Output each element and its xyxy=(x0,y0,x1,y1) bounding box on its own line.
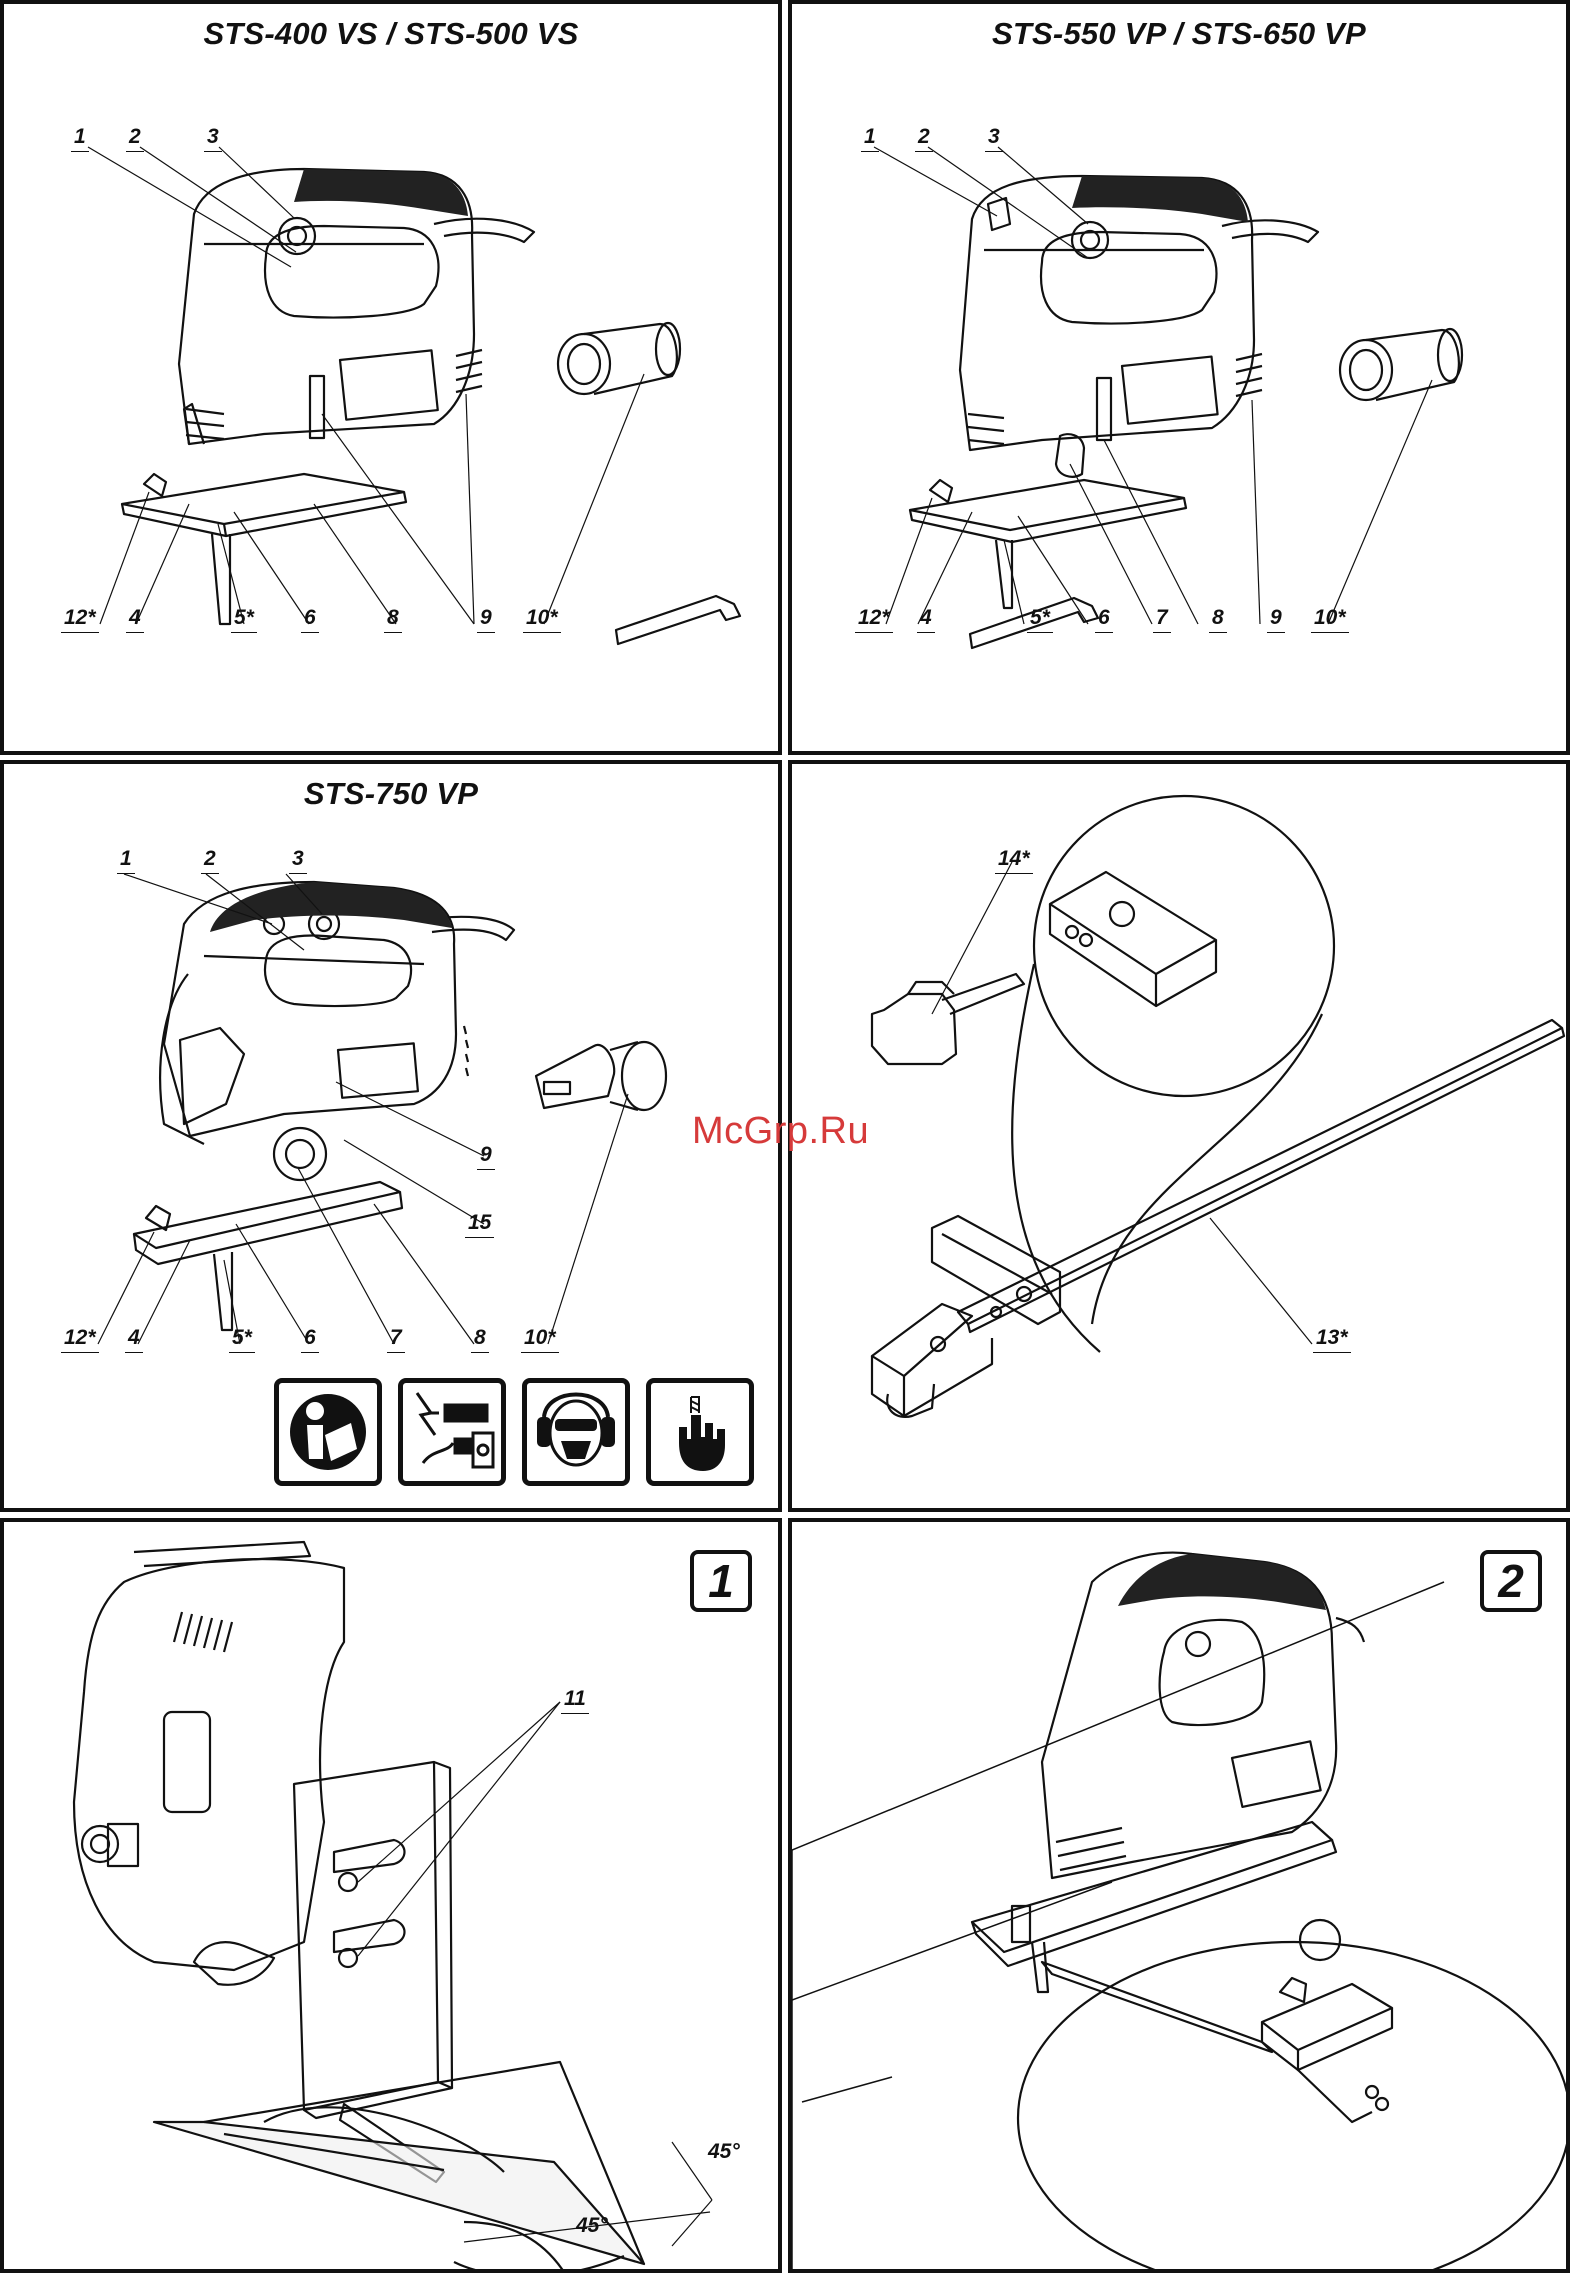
label-4: 4 xyxy=(128,1327,140,1349)
label-1: 1 xyxy=(74,126,86,148)
jigsaw-illustration xyxy=(792,4,1570,755)
label-15: 15 xyxy=(468,1212,491,1234)
label-3: 3 xyxy=(292,848,304,870)
label-9: 9 xyxy=(480,1144,492,1166)
parallel-guide-illustration xyxy=(792,764,1570,1512)
label-8: 8 xyxy=(387,607,399,629)
panel-step-2-circle-cut: 2 xyxy=(788,1518,1570,2273)
label-8: 8 xyxy=(1212,607,1224,629)
label-1: 1 xyxy=(864,126,876,148)
label-5: 5* xyxy=(1030,607,1050,629)
label-6: 6 xyxy=(1098,607,1110,629)
label-4: 4 xyxy=(920,607,932,629)
label-3: 3 xyxy=(988,126,1000,148)
panel-sts-400-500: STS-400 VS / STS-500 VS xyxy=(0,0,782,755)
label-6: 6 xyxy=(304,607,316,629)
label-12: 12* xyxy=(858,607,890,629)
watermark: McGrp.Ru xyxy=(692,1110,869,1153)
angle-label: 45° xyxy=(576,2214,608,2238)
label-10: 10* xyxy=(1314,607,1346,629)
jigsaw-illustration xyxy=(4,4,782,755)
label-4: 4 xyxy=(129,607,141,629)
label-6: 6 xyxy=(304,1327,316,1349)
label-2: 2 xyxy=(204,848,216,870)
panel-parallel-guide: 14* 13* xyxy=(788,760,1570,1512)
label-2: 2 xyxy=(918,126,930,148)
angle-label: 45° xyxy=(708,2140,740,2164)
panel-sts-750: STS-750 VP xyxy=(0,760,782,1512)
label-5: 5* xyxy=(232,1327,252,1349)
label-9: 9 xyxy=(1270,607,1282,629)
label-9: 9 xyxy=(480,607,492,629)
label-5: 5* xyxy=(234,607,254,629)
label-7: 7 xyxy=(390,1327,402,1349)
label-10: 10* xyxy=(524,1327,556,1349)
keep-fingers-away-icon xyxy=(646,1378,754,1486)
label-7: 7 xyxy=(1156,607,1168,629)
label-1: 1 xyxy=(120,848,132,870)
label-8: 8 xyxy=(474,1327,486,1349)
circle-cut-illustration xyxy=(792,1522,1570,2273)
label-11: 11 xyxy=(564,1688,586,1710)
label-2: 2 xyxy=(129,126,141,148)
label-10: 10* xyxy=(526,607,558,629)
protective-gear-icon xyxy=(522,1378,630,1486)
label-12: 12* xyxy=(64,607,96,629)
panel-step-1-bevel: 1 xyxy=(0,1518,782,2273)
label-3: 3 xyxy=(207,126,219,148)
read-manual-icon xyxy=(274,1378,382,1486)
bevel-adjust-illustration xyxy=(4,1522,782,2273)
unplug-before-service-icon xyxy=(398,1378,506,1486)
label-13: 13* xyxy=(1316,1327,1348,1349)
label-12: 12* xyxy=(64,1327,96,1349)
panel-sts-550-650: STS-550 VP / STS-650 VP xyxy=(788,0,1570,755)
label-14: 14* xyxy=(998,848,1030,870)
